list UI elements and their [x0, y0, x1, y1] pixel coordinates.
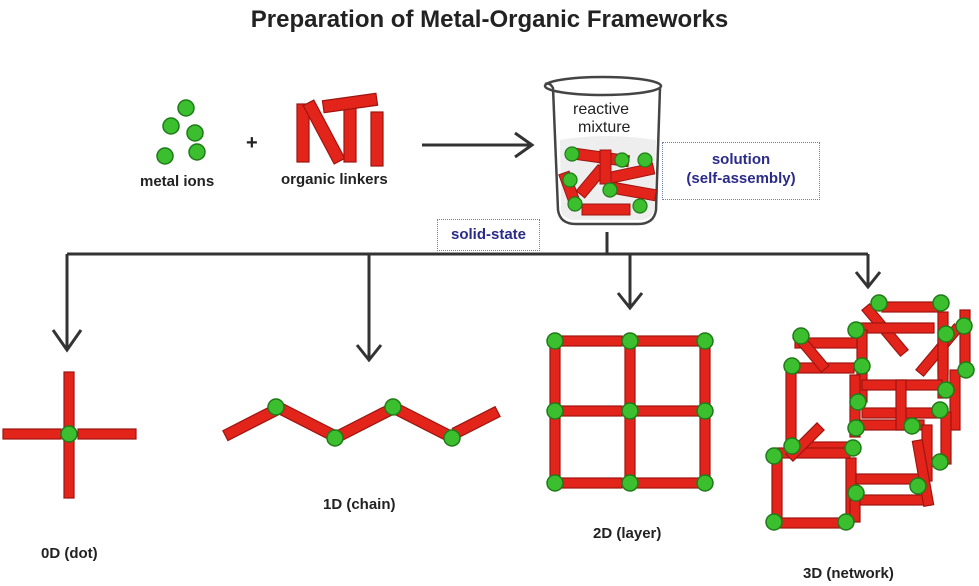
structure-3d-nodes: [765, 294, 975, 531]
structure-0d-dot: [2, 371, 137, 499]
label-3d: 3D (network): [803, 565, 894, 582]
organic-linkers-icon: [296, 92, 384, 167]
label-1d: 1D (chain): [323, 496, 396, 513]
beaker-icon: [543, 75, 663, 226]
diagram-title: Preparation of Metal-Organic Frameworks: [250, 6, 729, 33]
solution-box-line1: solution: [711, 151, 771, 168]
organic-linkers-label: organic linkers: [281, 171, 388, 188]
solid-state-box: solid-state: [437, 219, 540, 251]
structure-2d-layer: [546, 332, 714, 492]
solution-box-line2: (self-assembly): [686, 170, 796, 187]
metal-ions-label: metal ions: [140, 173, 215, 190]
solution-box: solution (self-assembly): [662, 142, 820, 200]
label-2d: 2D (layer): [593, 525, 662, 542]
plus-sign: +: [246, 132, 258, 154]
beaker-label-line1: reactive: [573, 101, 630, 118]
beaker-label-line2: mixture: [578, 119, 631, 136]
metal-ions-icon: [156, 99, 206, 165]
label-0d: 0D (dot): [41, 545, 98, 562]
structure-1d-chain: [222, 398, 501, 447]
structure-3d-network: [771, 301, 971, 529]
branch-connectors: [51, 232, 882, 363]
